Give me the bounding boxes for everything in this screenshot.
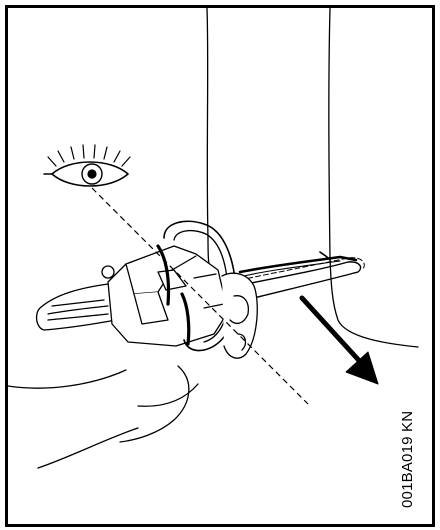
figure-code: 001BA019 KN (399, 411, 416, 508)
eyelashes (48, 145, 130, 166)
chainsaw (37, 221, 258, 358)
eye-icon (44, 145, 130, 186)
felling-illustration (8, 8, 432, 524)
felling-direction-arrow (302, 298, 378, 384)
tree-trunk (8, 8, 418, 468)
figure-frame: 001BA019 KN (5, 5, 435, 527)
